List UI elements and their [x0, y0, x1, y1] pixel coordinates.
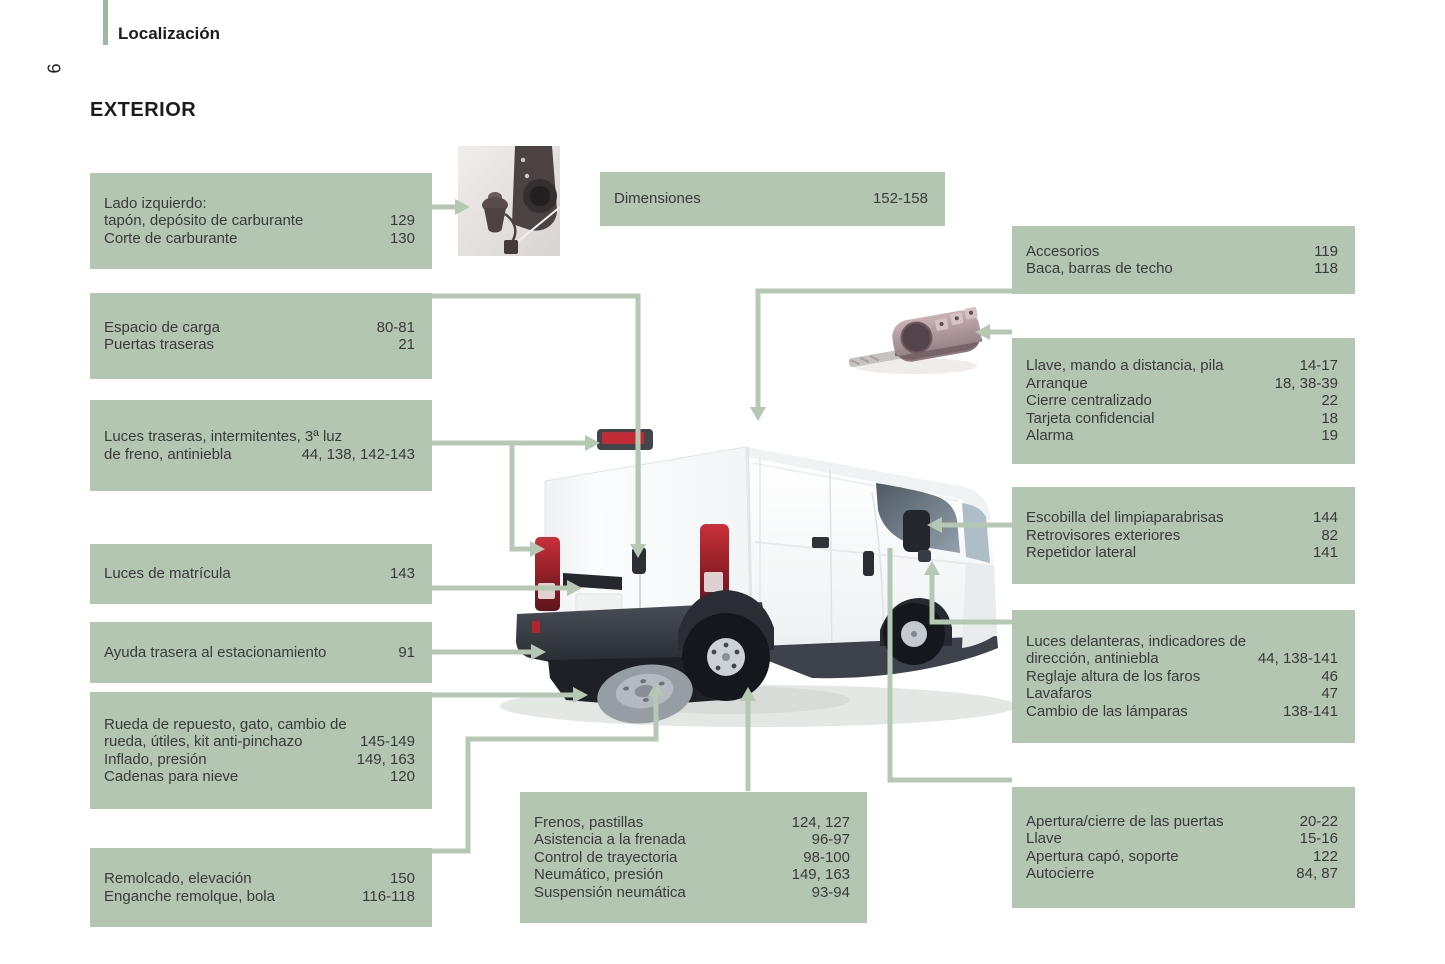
manual-entry: Luces traseras, intermitentes, 3ª luz — [104, 428, 343, 445]
remote-key-photo — [848, 307, 983, 374]
connector-door-opening — [887, 548, 1012, 783]
manual-entry: Luces delanteras, indicadores de — [1026, 632, 1247, 650]
page-title: EXTERIOR — [90, 99, 197, 121]
third-brake-light — [597, 429, 653, 450]
spare-wheel — [597, 664, 693, 724]
fuel-filler-cap-photo — [458, 146, 561, 256]
sliding-door-handle — [812, 537, 829, 548]
section-accent-bar — [103, 0, 108, 45]
rear-door-handle — [632, 547, 646, 574]
van-rear-three-quarter-illustration — [500, 429, 1016, 727]
cab-door-handle — [863, 551, 874, 576]
rear-wheel — [678, 590, 774, 701]
license-plate-area — [575, 593, 623, 612]
connector-rear-doors — [432, 293, 641, 548]
callout-box-left-side-fuel: Lado izquierdo:tapón, depósito de carbur… — [90, 173, 432, 269]
connector-tail-light — [509, 445, 532, 552]
connector-towing — [430, 692, 659, 854]
connector-lines — [430, 204, 1012, 854]
connector-roof — [755, 288, 1012, 411]
connector-front-lights — [929, 572, 1012, 625]
connector-arrowheads — [455, 199, 990, 703]
manual-entry: Rueda de repuesto, gato, cambio de — [104, 715, 347, 733]
manual-entry: Lado izquierdo: — [104, 194, 207, 212]
section-label: Localización — [118, 24, 221, 43]
exterior-mirror — [903, 510, 931, 562]
